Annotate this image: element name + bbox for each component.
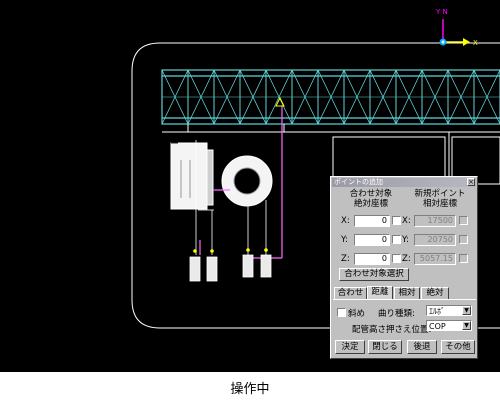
rel-z-lock-checkbox[interactable] xyxy=(459,254,468,263)
right-header-line2: 相対座標 xyxy=(422,199,457,209)
rel-x-lock-checkbox[interactable] xyxy=(459,216,468,225)
truss-diagonal xyxy=(421,69,449,125)
tab-panel-divider xyxy=(333,299,476,300)
caption: 操作中 xyxy=(230,382,270,397)
ok-button[interactable]: 決定 xyxy=(335,340,365,354)
pump-units xyxy=(189,254,272,282)
abs-z-field[interactable]: 0 xyxy=(354,253,390,265)
building-outline xyxy=(131,42,500,329)
tab-relative[interactable]: 相対 xyxy=(394,287,420,299)
dialog-close-button[interactable]: × xyxy=(467,178,475,186)
new-point-marker xyxy=(275,96,285,107)
truss-diagonal xyxy=(343,69,371,125)
truss-diagonal xyxy=(161,69,189,125)
truss-diagonal xyxy=(395,69,423,125)
rel-x-field[interactable]: 17500 xyxy=(414,215,456,227)
truss-diagonal xyxy=(187,69,215,125)
chevron-down-icon[interactable]: ▼ xyxy=(462,321,471,330)
rel-z-label: Z: xyxy=(402,254,411,264)
rel-x-checkbox[interactable] xyxy=(392,216,401,225)
pipe-drops xyxy=(195,140,267,255)
chevron-down-icon[interactable]: ▼ xyxy=(462,306,471,315)
round-tank xyxy=(221,155,273,207)
rel-z-field[interactable]: 5057.15 xyxy=(414,253,456,265)
truss-diagonal xyxy=(239,69,267,125)
abs-z-label: Z: xyxy=(341,254,350,264)
truss-diagonal xyxy=(473,69,500,125)
abs-y-field[interactable]: 0 xyxy=(354,234,390,246)
pipe-height-select[interactable]: COP ▼ xyxy=(426,320,472,331)
truss-diagonal xyxy=(265,69,293,125)
compass-east-label: X xyxy=(473,39,478,47)
cad-viewport[interactable]: Y N X ポイントの追加 × xyxy=(0,0,500,372)
other-button[interactable]: その他 xyxy=(441,340,475,354)
right-column-header: 新規ポイント 相対座標 xyxy=(404,189,476,209)
truss-diagonal xyxy=(291,69,319,125)
abs-x-field[interactable]: 0 xyxy=(354,215,390,227)
left-header-line2: 絶対座標 xyxy=(353,199,388,209)
pipe-height-label: 配管高さ押さえ位置: xyxy=(352,325,432,335)
rel-y-field[interactable]: 20750 xyxy=(414,234,456,246)
unit-markers xyxy=(193,248,268,253)
abs-y-label: Y: xyxy=(341,235,348,245)
tab-distance[interactable]: 距離 xyxy=(367,286,393,299)
axis-compass-icon: Y N X xyxy=(435,8,478,47)
truss xyxy=(161,69,500,125)
back-button[interactable]: 後退 xyxy=(407,340,437,354)
bend-type-select[interactable]: ｴﾙﾎﾞ ▼ xyxy=(426,305,472,316)
bend-type-value: ｴﾙﾎﾞ xyxy=(429,307,445,316)
tab-align[interactable]: 合わせ xyxy=(334,287,367,299)
cad-drawing: Y N X xyxy=(131,8,500,329)
bend-type-label: 曲り種類: xyxy=(378,309,415,319)
equipment-left xyxy=(170,142,214,210)
slant-label: 斜め xyxy=(348,309,366,319)
close-button[interactable]: 閉じる xyxy=(368,340,402,354)
abs-x-label: X: xyxy=(341,216,350,226)
dialog-titlebar[interactable]: ポイントの追加 × xyxy=(332,178,476,187)
right-header-line1: 新規ポイント xyxy=(414,189,466,199)
rel-x-label: X: xyxy=(402,216,411,226)
dialog-title: ポイントの追加 xyxy=(334,178,383,186)
left-column-header: 合わせ対象 絶対座標 xyxy=(336,189,406,209)
rel-y-lock-checkbox[interactable] xyxy=(459,235,468,244)
left-header-line1: 合わせ対象 xyxy=(349,189,393,199)
truss-diagonal xyxy=(317,69,345,125)
select-target-button[interactable]: 合わせ対象選択 xyxy=(339,268,409,281)
tab-absolute[interactable]: 絶対 xyxy=(421,287,449,299)
slant-checkbox[interactable] xyxy=(337,308,346,317)
pipe-height-value: COP xyxy=(429,322,446,331)
truss-diagonal xyxy=(369,69,397,125)
rel-y-label: Y: xyxy=(402,235,409,245)
rel-y-checkbox[interactable] xyxy=(392,235,401,244)
rel-z-checkbox[interactable] xyxy=(392,254,401,263)
compass-north-label: Y N xyxy=(435,8,448,16)
truss-diagonal xyxy=(213,69,241,125)
truss-diagonal xyxy=(447,69,475,125)
